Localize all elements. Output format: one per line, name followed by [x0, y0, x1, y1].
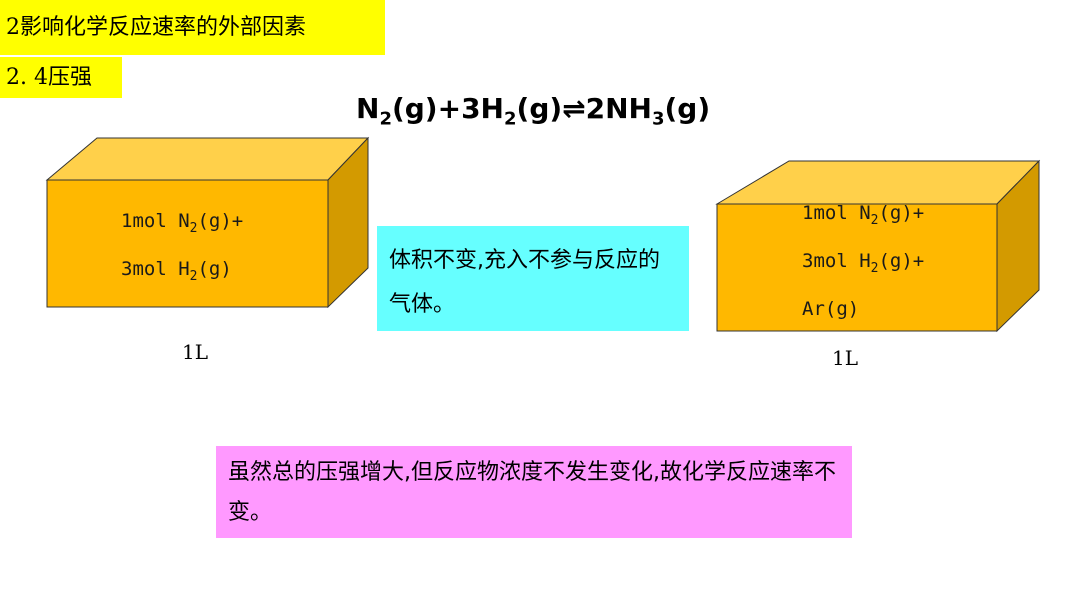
left-box-front-face [46, 179, 329, 308]
slide-title: 2影响化学反应速率的外部因素 [0, 0, 385, 55]
eq-n: N [356, 92, 380, 125]
right-box-line3: Ar(g) [802, 298, 860, 320]
left-box-shape [45, 136, 370, 309]
left-box-line1: 1mol N2(g)+ [121, 210, 244, 236]
right-box-shape [715, 159, 1041, 333]
eq-n-sub: 2 [379, 108, 392, 130]
slide-subtitle: 2. 4压强 [0, 57, 122, 98]
reaction-equation: N2(g)+3H2(g)⇌2NH3(g) [356, 92, 710, 130]
slide-title-text: 2影响化学反应速率的外部因素 [6, 14, 306, 40]
right-box-line2: 3mol H2(g)+ [802, 250, 925, 276]
eq-mid1: (g)+3H [391, 92, 504, 125]
left-container-box: 1mol N2(g)+ 3mol H2(g) [0, 130, 380, 315]
right-container-box: 1mol N2(g)+ 3mol H2(g)+ Ar(g) [710, 155, 1050, 340]
eq-mid2: (g)⇌2NH [516, 92, 652, 125]
right-box-volume: 1L [832, 346, 859, 370]
right-box-top-face [715, 160, 1041, 205]
eq-h-sub: 2 [503, 108, 517, 130]
eq-end: (g) [664, 92, 711, 125]
left-box-line2: 3mol H2(g) [121, 258, 232, 284]
right-box-line1: 1mol N2(g)+ [802, 202, 925, 228]
eq-nh3-sub: 3 [651, 108, 665, 130]
condition-note: 体积不变,充入不参与反应的气体。 [377, 226, 689, 331]
conclusion-note: 虽然总的压强增大,但反应物浓度不发生变化,故化学反应速率不变。 [216, 446, 852, 538]
left-box-volume: 1L [182, 340, 209, 364]
slide-subtitle-text: 2. 4压强 [6, 64, 92, 90]
left-box-top-face [45, 137, 370, 181]
right-box-front-face [716, 203, 998, 332]
